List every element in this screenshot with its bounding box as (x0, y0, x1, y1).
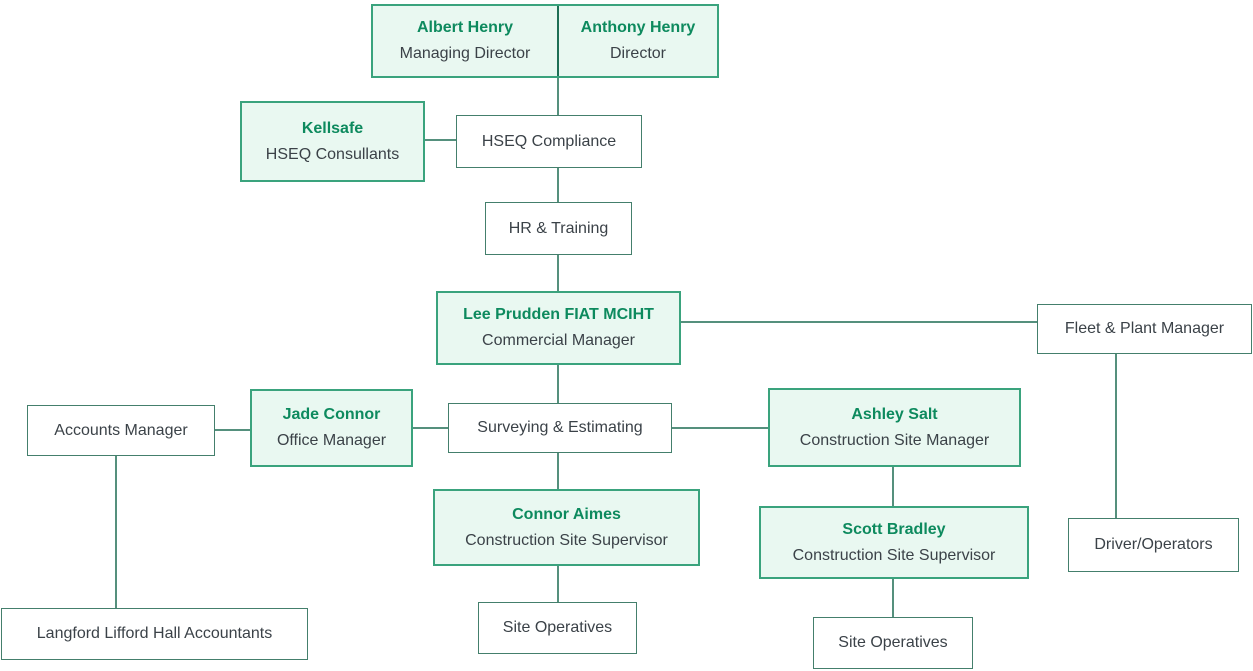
person-name: Lee Prudden FIAT MCIHT (463, 306, 654, 323)
person-name: Scott Bradley (842, 520, 946, 538)
connector-surveying-sitemanager (672, 427, 768, 429)
node-kellsafe: Kellsafe HSEQ Consullants (240, 101, 425, 182)
connector-hr-commercial (557, 255, 559, 291)
person-role: Construction Site Supervisor (465, 531, 668, 549)
node-office-manager: Jade Connor Office Manager (250, 389, 413, 467)
connector-accounts-office (215, 429, 250, 431)
node-site-supervisor-right: Scott Bradley Construction Site Supervis… (759, 506, 1029, 579)
node-label: Langford Lifford Hall Accountants (36, 625, 273, 642)
node-label: Site Operatives (502, 619, 613, 636)
node-director: Anthony Henry Director (557, 6, 717, 76)
node-driver-operators: Driver/Operators (1068, 518, 1239, 572)
person-name: Kellsafe (301, 119, 364, 137)
node-label: Driver/Operators (1094, 536, 1213, 553)
node-construction-site-manager: Ashley Salt Construction Site Manager (768, 388, 1021, 467)
node-directors: Albert Henry Managing Director Anthony H… (371, 4, 719, 78)
node-hseq-compliance: HSEQ Compliance (456, 115, 642, 168)
connector-supervisor-siteops-right (892, 579, 894, 617)
connector-kellsafe-hseq (425, 139, 456, 141)
node-surveying-estimating: Surveying & Estimating (448, 403, 672, 453)
node-label: Fleet & Plant Manager (1064, 320, 1225, 337)
node-site-supervisor-left: Connor Aimes Construction Site Superviso… (433, 489, 700, 566)
person-role: Director (609, 45, 666, 62)
connector-office-surveying (413, 427, 448, 429)
person-role: Managing Director (399, 45, 531, 62)
connector-surveying-supervisor (557, 453, 559, 489)
connector-supervisor-siteops-left (557, 566, 559, 602)
connector-hseq-hr (557, 168, 559, 202)
person-name: Ashley Salt (851, 405, 938, 423)
node-hr-training: HR & Training (485, 202, 632, 255)
connector-directors-hseq (557, 78, 559, 115)
person-name: Albert Henry (416, 19, 514, 36)
person-role: Construction Site Supervisor (792, 546, 996, 564)
node-site-operatives-left: Site Operatives (478, 602, 637, 654)
person-name: Connor Aimes (512, 505, 621, 523)
connector-commercial-surveying (557, 365, 559, 403)
node-label: Surveying & Estimating (477, 419, 643, 436)
connector-commercial-fleet (681, 321, 1037, 323)
node-accounts-manager: Accounts Manager (27, 405, 215, 456)
person-name: Anthony Henry (580, 19, 696, 36)
node-managing-director: Albert Henry Managing Director (373, 6, 557, 76)
person-role: Construction Site Manager (799, 431, 990, 449)
connector-sitemanager-supervisor (892, 467, 894, 506)
node-fleet-plant-manager: Fleet & Plant Manager (1037, 304, 1252, 354)
node-label: Site Operatives (838, 634, 948, 651)
person-role: Office Manager (276, 432, 387, 449)
person-name: Jade Connor (282, 406, 381, 423)
node-langford-accountants: Langford Lifford Hall Accountants (1, 608, 308, 660)
node-label: Accounts Manager (54, 421, 188, 439)
node-label: HSEQ Compliance (481, 132, 617, 150)
person-role: HSEQ Consullants (265, 145, 400, 163)
person-role: Commercial Manager (482, 332, 635, 349)
connector-fleet-drivers (1115, 354, 1117, 518)
connector-accounts-langford (115, 456, 117, 608)
node-commercial-manager: Lee Prudden FIAT MCIHT Commercial Manage… (436, 291, 681, 365)
node-site-operatives-right: Site Operatives (813, 617, 973, 669)
node-label: HR & Training (508, 219, 609, 237)
